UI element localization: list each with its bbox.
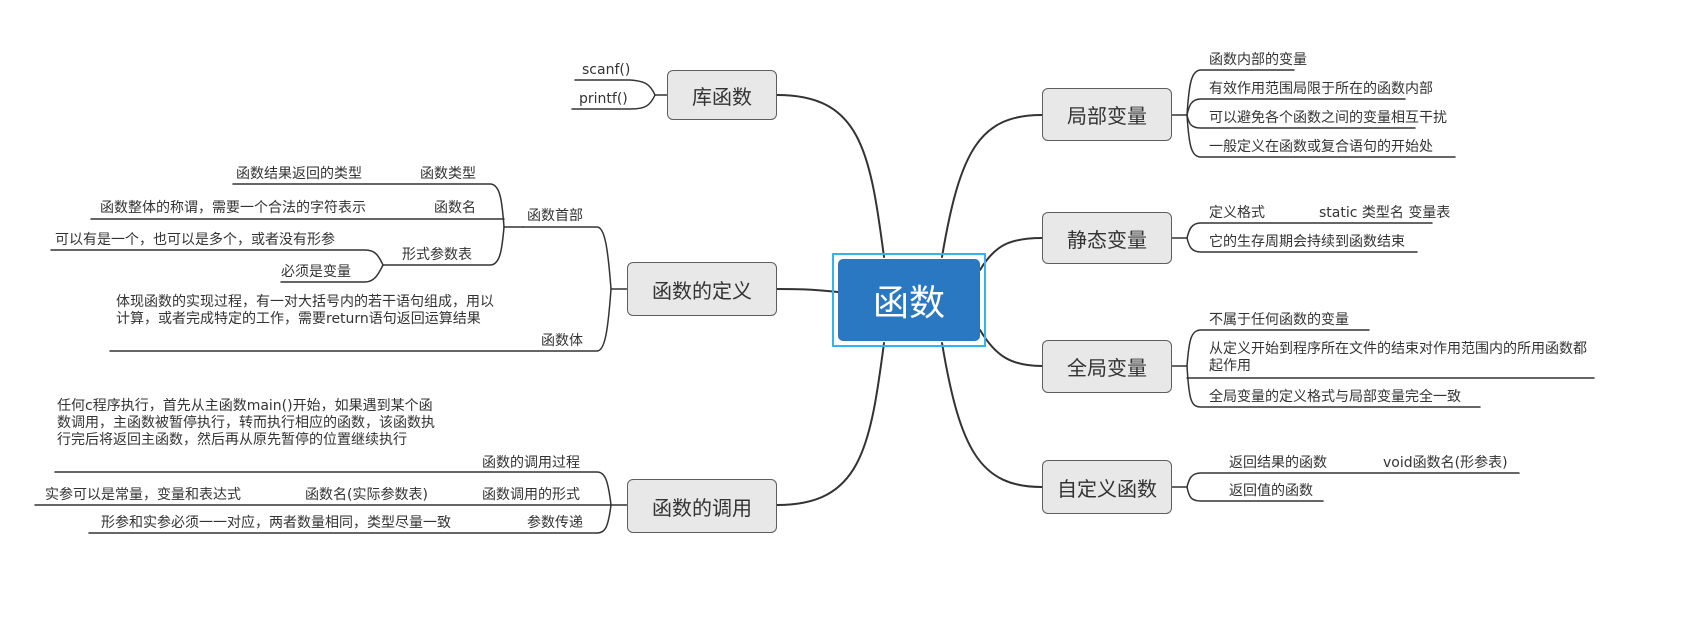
link-global-1 — [1186, 329, 1370, 367]
link-call-process — [54, 471, 612, 506]
link-global-3 — [1186, 365, 1481, 408]
custom-return-syntax[interactable]: void函数名(形参表) — [1383, 455, 1508, 471]
link-local-1 — [1186, 69, 1295, 116]
link-header-params — [382, 226, 505, 266]
header-name-label[interactable]: 函数名 — [434, 200, 476, 216]
local-item-1[interactable]: 函数内部的变量 — [1209, 52, 1307, 68]
node-lib-label: 库函数 — [692, 84, 752, 109]
node-lib[interactable]: 库函数 — [667, 70, 777, 120]
link-definition-header — [522, 226, 612, 290]
call-process-label[interactable]: 函数的调用过程 — [482, 455, 580, 471]
header-params-detail-b[interactable]: 必须是变量 — [281, 264, 351, 280]
header-params-label[interactable]: 形式参数表 — [402, 247, 472, 263]
link-lib-printf — [571, 94, 656, 110]
link-root-global — [979, 329, 1043, 367]
link-custom-2 — [1186, 486, 1324, 502]
global-item-2[interactable]: 从定义开始到程序所在文件的结束对作用范围内的所用函数都起作用 — [1209, 341, 1587, 374]
node-definition[interactable]: 函数的定义 — [627, 262, 777, 316]
link-static-2 — [1186, 237, 1418, 253]
global-item-3[interactable]: 全局变量的定义格式与局部变量完全一致 — [1209, 389, 1461, 405]
local-item-2[interactable]: 有效作用范围局限于所在的函数内部 — [1209, 81, 1433, 97]
node-custom-label: 自定义函数 — [1057, 476, 1157, 501]
header-type-detail[interactable]: 函数结果返回的类型 — [236, 166, 362, 182]
header-name-detail[interactable]: 函数整体的称谓，需要一个合法的字符表示 — [100, 200, 366, 216]
call-process-detail[interactable]: 任何c程序执行，首先从主函数main()开始，如果遇到某个函数调用，主函数被暂停… — [57, 398, 435, 448]
lib-item-printf[interactable]: printf() — [579, 91, 628, 107]
custom-return-label[interactable]: 返回结果的函数 — [1229, 455, 1327, 471]
call-form-label[interactable]: 函数调用的形式 — [482, 487, 580, 503]
link-root-static — [979, 237, 1043, 271]
link-local-2 — [1186, 98, 1406, 116]
definition-body-label[interactable]: 函数体 — [541, 333, 583, 349]
definition-body-detail[interactable]: 体现函数的实现过程，有一对大括号内的若干语句组成，用以计算，或者完成特定的工作，… — [116, 294, 494, 327]
root-node[interactable]: 函数 — [838, 259, 980, 341]
call-passing-label[interactable]: 参数传递 — [527, 515, 583, 531]
node-global-label: 全局变量 — [1067, 356, 1147, 380]
node-definition-label: 函数的定义 — [652, 278, 752, 303]
node-call[interactable]: 函数的调用 — [627, 479, 777, 533]
definition-header-label[interactable]: 函数首部 — [527, 208, 583, 224]
link-root-custom — [941, 342, 1043, 488]
local-item-3[interactable]: 可以避免各个函数之间的变量相互干扰 — [1209, 110, 1447, 126]
link-static-1 — [1186, 222, 1433, 239]
link-params-b — [280, 264, 384, 283]
link-call-passing — [88, 504, 612, 534]
node-static[interactable]: 静态变量 — [1042, 212, 1172, 264]
node-static-label: 静态变量 — [1067, 227, 1147, 252]
root-selection-ring — [832, 253, 986, 347]
root-label: 函数 — [872, 283, 945, 324]
call-form-detail[interactable]: 实参可以是常量，变量和表达式 — [45, 487, 241, 503]
link-root-lib — [776, 94, 885, 258]
lib-item-scanf[interactable]: scanf() — [582, 62, 631, 78]
local-item-4[interactable]: 一般定义在函数或复合语句的开始处 — [1209, 139, 1433, 155]
header-params-detail-a[interactable]: 可以有是一个，也可以是多个，或者没有形参 — [55, 232, 335, 248]
static-format-value[interactable]: static 类型名 变量表 — [1319, 205, 1451, 221]
static-lifetime[interactable]: 它的生存周期会持续到函数结束 — [1209, 234, 1405, 250]
link-params-a — [50, 249, 384, 266]
global-item-1[interactable]: 不属于任何函数的变量 — [1209, 312, 1349, 328]
link-root-call — [776, 342, 885, 506]
call-form-syntax[interactable]: 函数名(实际参数表) — [305, 487, 428, 503]
static-format-label[interactable]: 定义格式 — [1209, 205, 1265, 221]
header-type-label[interactable]: 函数类型 — [420, 166, 476, 182]
link-custom-1 — [1186, 472, 1520, 488]
link-root-definition — [776, 288, 839, 293]
node-call-label: 函数的调用 — [652, 495, 752, 520]
link-lib-scanf — [574, 79, 656, 96]
link-root-local — [941, 114, 1043, 258]
node-local-label: 局部变量 — [1067, 104, 1147, 128]
node-custom[interactable]: 自定义函数 — [1042, 460, 1172, 514]
call-passing-detail[interactable]: 形参和实参必须一一对应，两者数量相同，类型尽量一致 — [101, 515, 451, 531]
node-global[interactable]: 全局变量 — [1042, 340, 1172, 393]
custom-no-return[interactable]: 返回值的函数 — [1229, 483, 1313, 499]
link-definition-body — [109, 288, 612, 352]
node-local[interactable]: 局部变量 — [1042, 88, 1172, 141]
link-local-4 — [1186, 114, 1456, 158]
